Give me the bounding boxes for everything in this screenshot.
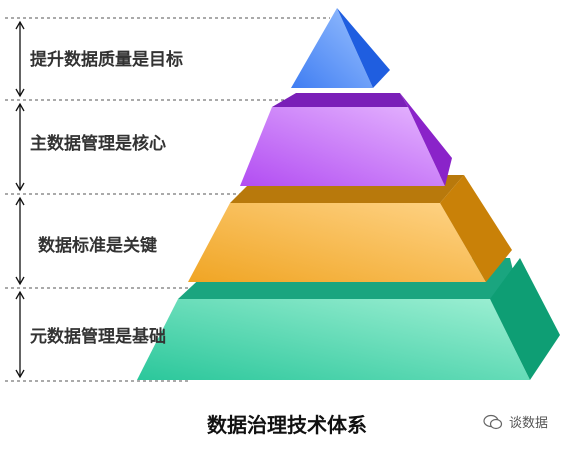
level-4-side bbox=[490, 258, 560, 380]
level-3-side bbox=[440, 175, 512, 282]
level-1-label: 提升数据质量是目标 bbox=[30, 50, 183, 70]
level-arrow-2 bbox=[15, 102, 25, 192]
level-3-label: 数据标准是关键 bbox=[38, 236, 157, 256]
level-arrow-4 bbox=[15, 290, 25, 379]
level-2-top bbox=[272, 93, 408, 107]
watermark: 谈数据 bbox=[483, 412, 548, 431]
pyramid-level-2 bbox=[240, 93, 452, 186]
level-2-side bbox=[400, 93, 452, 186]
level-2-label: 主数据管理是核心 bbox=[30, 134, 166, 154]
diagram-title: 数据治理技术体系 bbox=[207, 413, 367, 437]
level-1-front bbox=[291, 8, 373, 88]
wechat-icon bbox=[483, 414, 503, 429]
watermark-text: 谈数据 bbox=[508, 416, 548, 431]
level-arrow-1 bbox=[15, 20, 25, 98]
level-4-front bbox=[137, 299, 530, 380]
level-arrows bbox=[15, 20, 25, 379]
guide-lines bbox=[5, 17, 330, 382]
pyramid-level-3 bbox=[188, 175, 512, 282]
level-arrow-3 bbox=[15, 196, 25, 286]
pyramid-level-1 bbox=[291, 8, 390, 88]
level-3-front bbox=[188, 203, 486, 282]
level-2-front bbox=[240, 107, 445, 186]
level-1-side bbox=[337, 8, 390, 88]
level-4-label: 元数据管理是基础 bbox=[30, 327, 166, 347]
